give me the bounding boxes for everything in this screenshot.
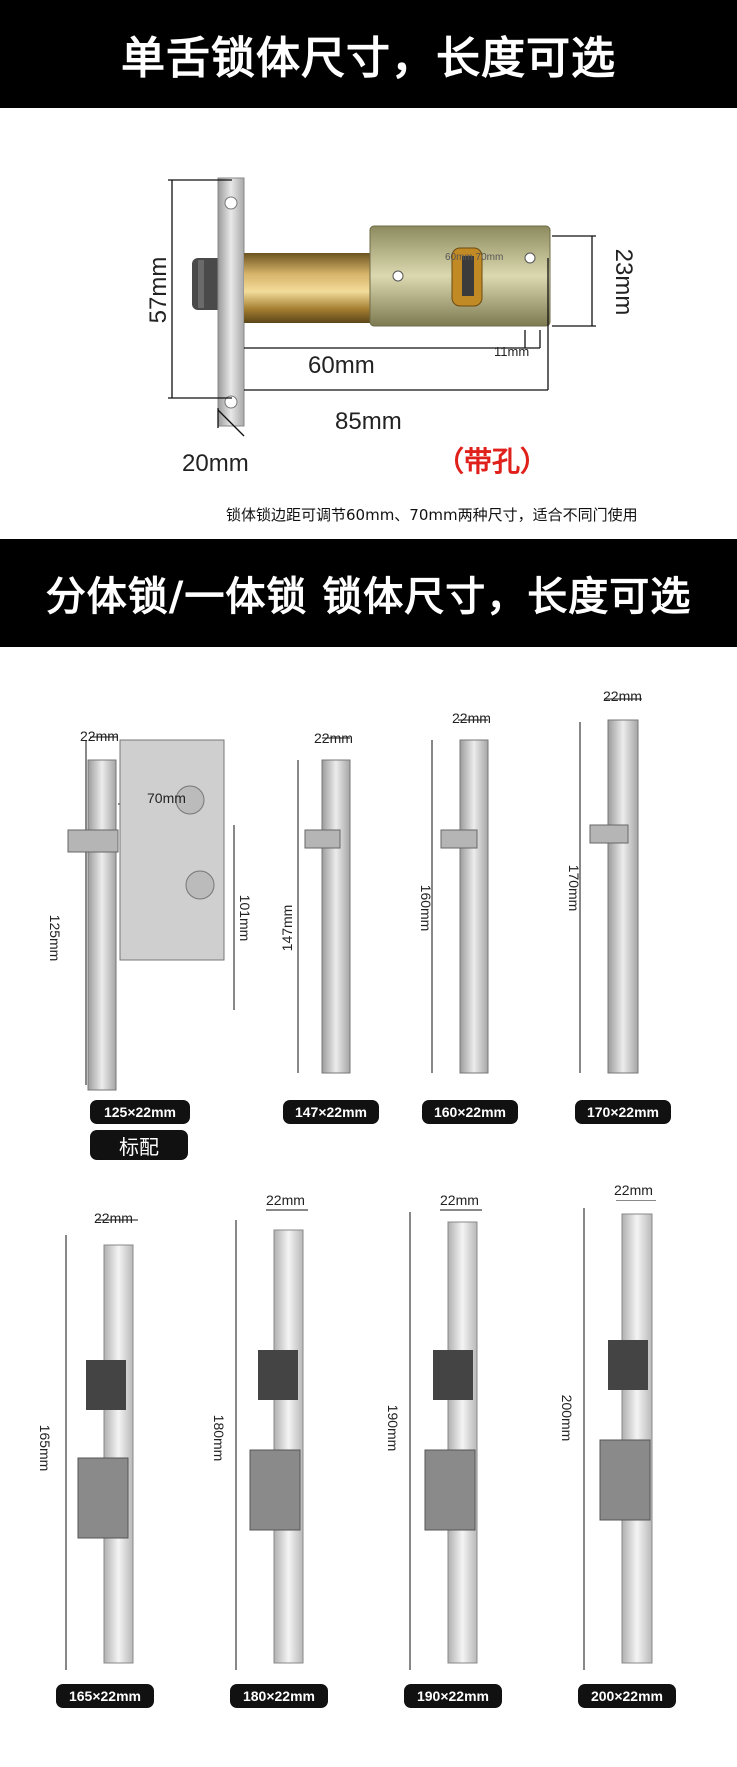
r1-h3: 160mm	[418, 884, 434, 932]
r2-w2: 22mm	[266, 1192, 305, 1208]
dim-stroke-85: 85mm	[335, 408, 402, 435]
r1-body-height: 101mm	[237, 894, 253, 942]
dim-tube-23: 23mm	[610, 248, 637, 316]
dim-stroke-60: 60mm	[308, 352, 375, 379]
r2-h3: 190mm	[385, 1404, 401, 1452]
r1-h4: 170mm	[566, 864, 582, 912]
r2-label2: 180×22mm	[230, 1684, 328, 1708]
r1-body-width: 70mm	[147, 790, 186, 806]
top-banner: 单舌锁体尺寸，长度可选	[0, 0, 737, 108]
mortise-lock-160	[440, 739, 489, 1074]
long-plate-190	[424, 1221, 478, 1664]
tube-marking: 60mm 70mm	[445, 252, 503, 263]
mortise-lock-147	[304, 759, 351, 1074]
r1-w2: 22mm	[314, 730, 353, 746]
r1-label1: 125×22mm	[90, 1100, 190, 1124]
r1-w3: 22mm	[452, 710, 491, 726]
r1-h2: 147mm	[279, 904, 295, 952]
with-hole-label: （带孔）	[436, 445, 549, 478]
standard-badge: 标配	[90, 1130, 188, 1160]
r2-h1: 165mm	[37, 1424, 53, 1472]
r1-w4: 22mm	[603, 688, 642, 704]
r2-label1: 165×22mm	[56, 1684, 154, 1708]
mortise-row2	[65, 1200, 656, 1670]
r1-label4: 170×22mm	[575, 1100, 671, 1124]
latch-illustration: 60mm 70mm	[168, 177, 596, 437]
mid-banner: 分体锁/一体锁 锁体尺寸，长度可选	[0, 539, 737, 647]
mortise-row1	[67, 698, 642, 1091]
r2-w3: 22mm	[440, 1192, 479, 1208]
r1-label2: 147×22mm	[283, 1100, 379, 1124]
face-plate	[217, 177, 245, 427]
r2-label3: 190×22mm	[404, 1684, 502, 1708]
mid-banner-title: 分体锁/一体锁 锁体尺寸，长度可选	[45, 574, 692, 620]
dim-height-57: 57mm	[145, 256, 172, 324]
r2-h2: 180mm	[211, 1414, 227, 1462]
long-plate-200	[599, 1213, 653, 1664]
r1-h1: 125mm	[47, 914, 63, 962]
r2-w1: 22mm	[94, 1210, 133, 1226]
long-plate-165	[77, 1244, 134, 1664]
mortise-lock-125	[67, 739, 225, 1091]
dim-plate-20: 20mm	[182, 450, 249, 477]
r2-label4: 200×22mm	[578, 1684, 676, 1708]
latch-tube	[244, 253, 372, 323]
long-plate-180	[249, 1229, 304, 1664]
r1-w1: 22mm	[80, 728, 119, 744]
dim-offset-11: 11mm	[494, 344, 530, 359]
top-banner-title: 单舌锁体尺寸，长度可选	[121, 33, 616, 84]
r2-w4: 22mm	[614, 1182, 653, 1198]
r1-label3: 160×22mm	[422, 1100, 518, 1124]
r2-h4: 200mm	[559, 1394, 575, 1442]
adjust-note: 锁体锁边距可调节60mm、70mm两种尺寸，适合不同门使用	[226, 506, 638, 524]
mortise-lock-170	[589, 719, 639, 1074]
